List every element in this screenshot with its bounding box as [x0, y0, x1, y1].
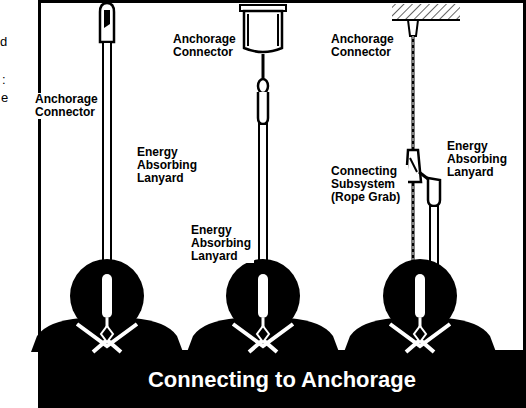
workers — [31, 259, 496, 352]
worker-shoulders — [344, 318, 496, 352]
worker-head — [383, 259, 457, 333]
harness-strap — [419, 318, 422, 327]
part-label: Anchorage Connector — [172, 33, 238, 59]
text-fragment: : — [2, 72, 6, 87]
connector-gate — [104, 10, 110, 28]
harness-strap — [415, 274, 425, 318]
worker-shoulders — [31, 318, 183, 352]
beam-web — [277, 14, 279, 46]
beam-web — [247, 14, 249, 46]
anchorage-connector — [408, 20, 418, 36]
harness-strap — [233, 324, 293, 346]
part-label: Anchorage Connector — [34, 93, 102, 119]
title-text: Connecting to Anchorage — [38, 352, 526, 408]
dorsal-d-ring — [101, 326, 113, 342]
beam-strap-connector — [244, 11, 282, 52]
rope-grab-cam — [410, 158, 417, 172]
strap — [262, 54, 265, 80]
overhead-structure — [392, 19, 460, 21]
harness-strap — [258, 274, 268, 318]
worker-head — [226, 259, 300, 333]
lanyard — [103, 42, 111, 264]
anchorage-connector — [100, 3, 114, 42]
snap-hook — [258, 92, 268, 124]
dorsal-d-ring — [257, 326, 269, 342]
snap-hook — [428, 178, 440, 206]
harness-strap — [262, 318, 265, 327]
text-fragment: d — [0, 34, 7, 49]
harness-strap — [106, 318, 109, 327]
part-label: Energy Absorbing Lanyard — [190, 224, 254, 263]
rope-grab — [406, 150, 421, 182]
d-ring — [258, 79, 268, 93]
harness-strap — [77, 324, 137, 346]
lanyard — [259, 124, 267, 264]
panel-frame — [40, 2, 525, 407]
harness-strap — [102, 274, 112, 318]
part-label: Connecting Subsystem (Rope Grab) — [330, 165, 408, 204]
part-label: Energy Absorbing Lanyard — [446, 140, 510, 179]
harness-strap — [390, 324, 450, 346]
part-label: Energy Absorbing Lanyard — [136, 146, 200, 185]
part-label: Anchorage Connector — [330, 33, 398, 59]
worker-head — [70, 259, 144, 333]
text-fragment: e — [1, 90, 8, 105]
title-band — [38, 350, 526, 408]
overhead-structure — [392, 4, 460, 20]
dorsal-d-ring — [414, 326, 426, 342]
worker-shoulders — [187, 318, 339, 352]
